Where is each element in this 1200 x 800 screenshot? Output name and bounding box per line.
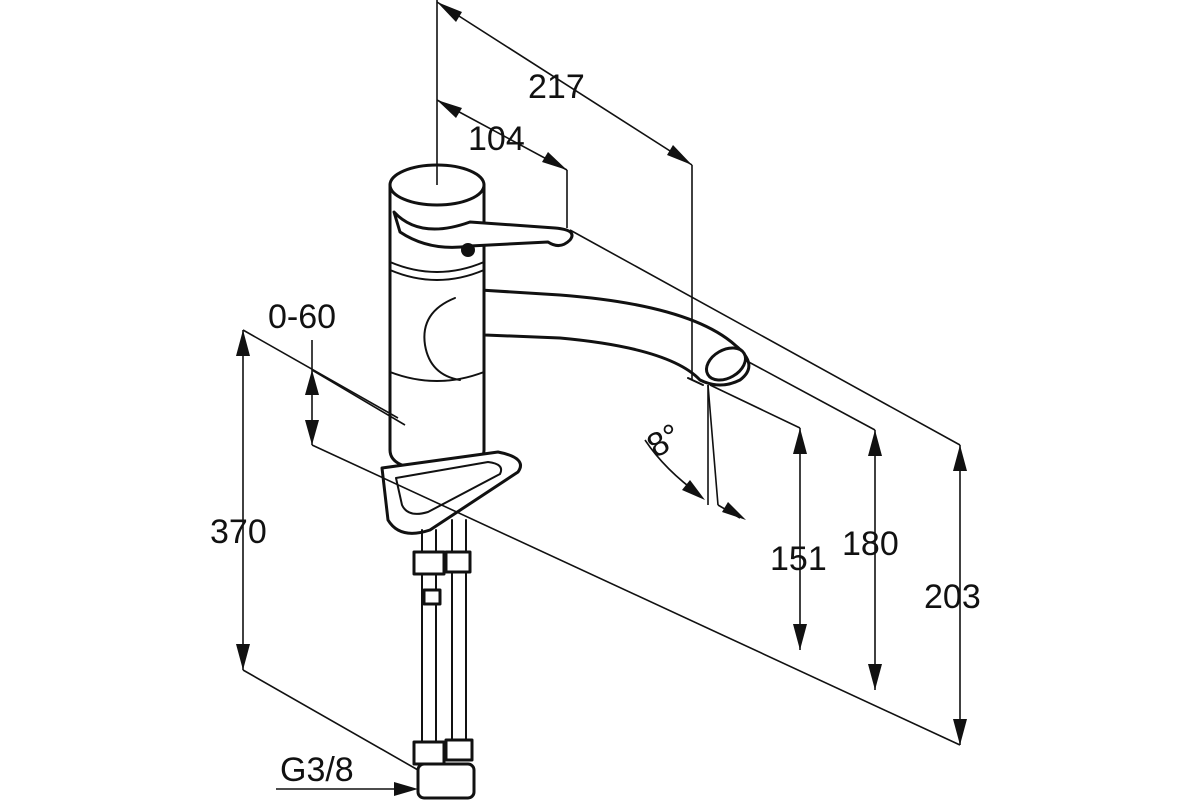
lever-dot [461,243,475,257]
dim-151-label: 151 [770,540,827,578]
body-joint [389,371,485,382]
dim-203-label: 203 [924,578,981,616]
spout [467,287,751,387]
dim-217-label: 217 [528,68,585,106]
angle-8-label: 8° [641,416,688,465]
body-ring-1 [389,261,485,273]
faucet [380,163,751,800]
dim-0-60-label: 0-60 [268,298,336,336]
dimension-lines [236,0,967,796]
base-inner [395,461,503,515]
aerator [687,377,704,386]
thread-g38-label: G3/8 [280,751,354,789]
dim-217-line [436,1,693,166]
spout-collar [423,297,461,381]
dim-104-label: 104 [468,120,525,158]
dim-180-label: 180 [842,525,899,563]
dim-370-label: 370 [210,513,267,551]
body-ring-2 [389,269,485,281]
supply-hoses [412,519,476,800]
spout-outlet [705,346,747,382]
lever-handle [392,210,574,249]
